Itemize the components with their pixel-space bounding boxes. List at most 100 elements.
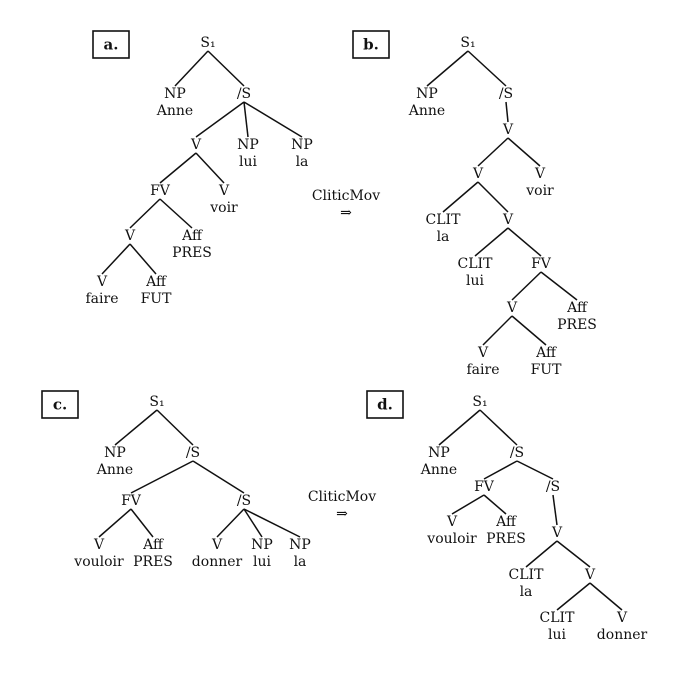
node-word: faire	[467, 362, 500, 378]
node-category: S₁	[460, 35, 475, 51]
node-category: NP	[289, 537, 311, 553]
tree-edge-a-sbar-a-np3	[243, 101, 303, 138]
transformation-label: CliticMov	[308, 489, 376, 505]
tree-edge-b-v3-b-fv	[507, 227, 542, 257]
node-word: faire	[86, 291, 119, 307]
tree-edge-d-v2-d-clit2	[556, 582, 591, 611]
tree-edge-d-v1-d-clit1	[525, 540, 558, 568]
tree-edge-c-fv-c-affpres	[130, 508, 154, 538]
node-word: vouloir	[426, 531, 477, 547]
tree-edge-c-sbar2-c-np3	[243, 508, 301, 538]
tree-edge-b-v1-b-vvoir	[507, 137, 541, 167]
node-category: Aff	[535, 345, 557, 361]
tree-node-s: /S	[546, 479, 560, 495]
node-category: CLIT	[509, 567, 545, 583]
node-word: voir	[209, 200, 238, 216]
node-category: V	[534, 166, 546, 182]
node-category: NP	[104, 445, 126, 461]
node-category: FV	[121, 493, 142, 509]
tree-edge-d-sbar2-d-v1	[552, 494, 558, 526]
panel-label-d: d.	[366, 390, 404, 419]
tree-node-v: V	[472, 166, 484, 182]
tree-node-v: V	[584, 567, 596, 583]
tree-edge-c-sbar2-c-np2	[243, 508, 263, 538]
node-category: V	[477, 345, 489, 361]
node-category: FV	[531, 256, 552, 272]
tree-edge-c-sbar-c-fv	[130, 460, 194, 494]
node-word: lui	[253, 554, 271, 570]
node-word: vouloir	[73, 554, 124, 570]
node-category: V	[584, 567, 596, 583]
node-word: Anne	[96, 462, 133, 478]
node-category: NP	[251, 537, 273, 553]
tree-edge-b-v4-b-vfaire	[482, 315, 513, 346]
tree-node-s: S₁	[149, 394, 164, 410]
tree-edge-d-v1-d-v2	[556, 540, 591, 568]
node-category: NP	[237, 137, 259, 153]
double-arrow-icon: ⇒	[340, 205, 352, 221]
node-category: V	[551, 525, 563, 541]
tree-edge-a-sbar-a-v	[195, 101, 245, 138]
node-category: S₁	[149, 394, 164, 410]
node-word: PRES	[172, 245, 212, 261]
tree-edge-d-sbar-d-sbar2	[516, 460, 554, 480]
tree-edge-b-v2-b-clit1	[442, 181, 479, 213]
node-category: V	[472, 166, 484, 182]
node-category: V	[218, 183, 230, 199]
panel-label-box	[352, 30, 390, 59]
node-word: donner	[192, 554, 243, 570]
panel-label-box	[92, 30, 130, 59]
tree-edge-a-sbar-a-np2	[243, 101, 249, 138]
tree-edge-d-fv-d-vvouloir	[451, 494, 485, 515]
node-word: FUT	[531, 362, 563, 378]
tree-edge-d-s1-d-np1	[438, 409, 481, 446]
arrow-top-cliticmov: CliticMov⇒	[312, 188, 380, 221]
panel-label-text: b.	[363, 36, 379, 54]
node-category: /S	[237, 493, 251, 509]
node-word: FUT	[141, 291, 173, 307]
node-category: FV	[150, 183, 171, 199]
node-word: lui	[548, 627, 566, 643]
tree-edge-d-v2-d-vdonner	[589, 582, 623, 611]
double-arrow-icon: ⇒	[336, 506, 348, 522]
node-category: NP	[416, 86, 438, 102]
panel-label-b: b.	[352, 30, 390, 59]
node-category: NP	[291, 137, 313, 153]
node-category: CLIT	[540, 610, 576, 626]
node-category: FV	[474, 479, 495, 495]
tree-edge-c-sbar-c-sbar2	[192, 460, 245, 494]
tree-node-s: /S	[237, 86, 251, 102]
node-word: la	[520, 584, 533, 600]
tree-node-s: /S	[237, 493, 251, 509]
node-word: lui	[239, 154, 257, 170]
panel-label-text: d.	[377, 396, 393, 414]
node-category: V	[96, 274, 108, 290]
panel-labels: a.b.c.d.	[41, 30, 404, 419]
panel-label-a: a.	[92, 30, 130, 59]
tree-edge-c-s1-c-np1	[114, 409, 158, 446]
tree-edge-a-v2-a-vfaire	[101, 243, 131, 275]
node-category: /S	[510, 445, 524, 461]
node-category: V	[190, 137, 202, 153]
panel-label-box	[366, 390, 404, 419]
node-word: PRES	[486, 531, 526, 547]
node-category: NP	[428, 445, 450, 461]
tree-edge-b-fv-b-v4	[511, 271, 542, 301]
